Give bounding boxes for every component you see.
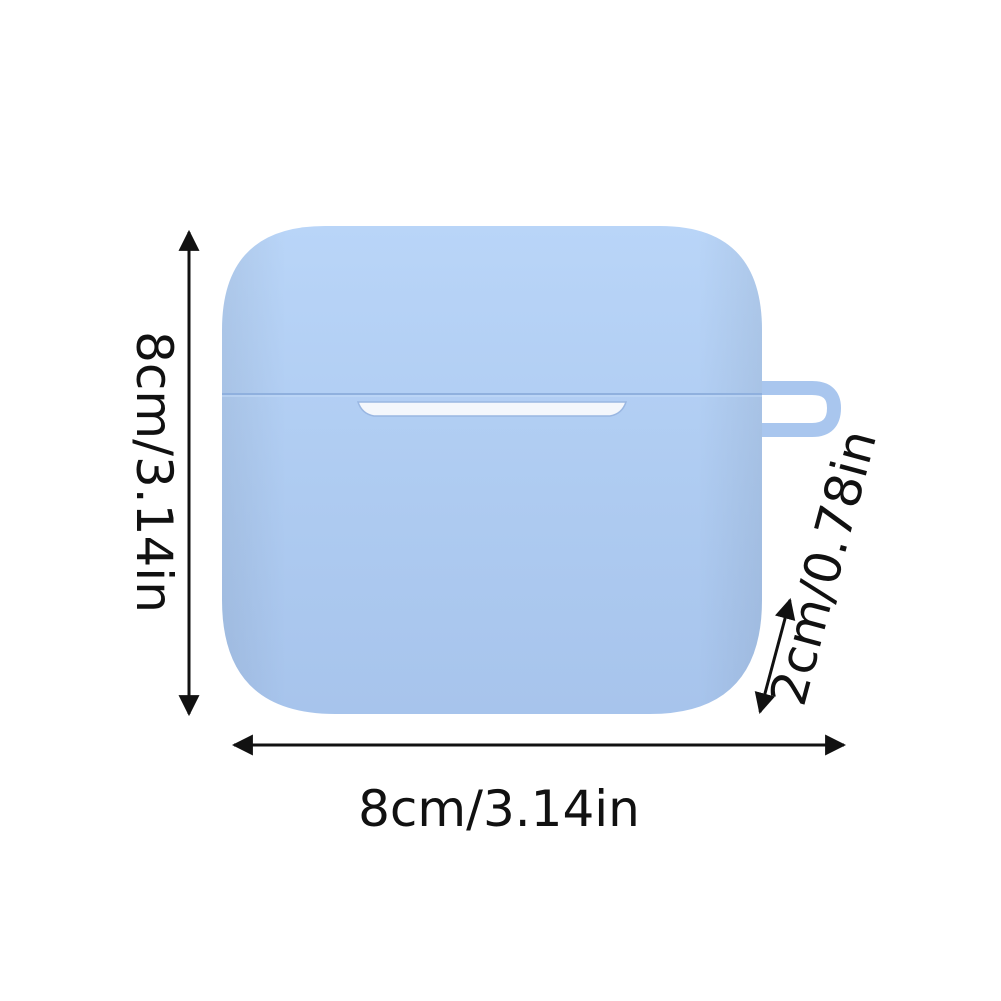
depth-arrow: [754, 597, 796, 715]
width-label: 8cm/3.14in: [358, 780, 640, 838]
height-label: 8cm/3.14in: [125, 331, 183, 613]
front-slot: [356, 401, 628, 417]
depth-label: 2cm/0.78in: [759, 424, 888, 711]
lanyard-loop: [741, 381, 841, 437]
case-side-shading: [222, 226, 762, 714]
